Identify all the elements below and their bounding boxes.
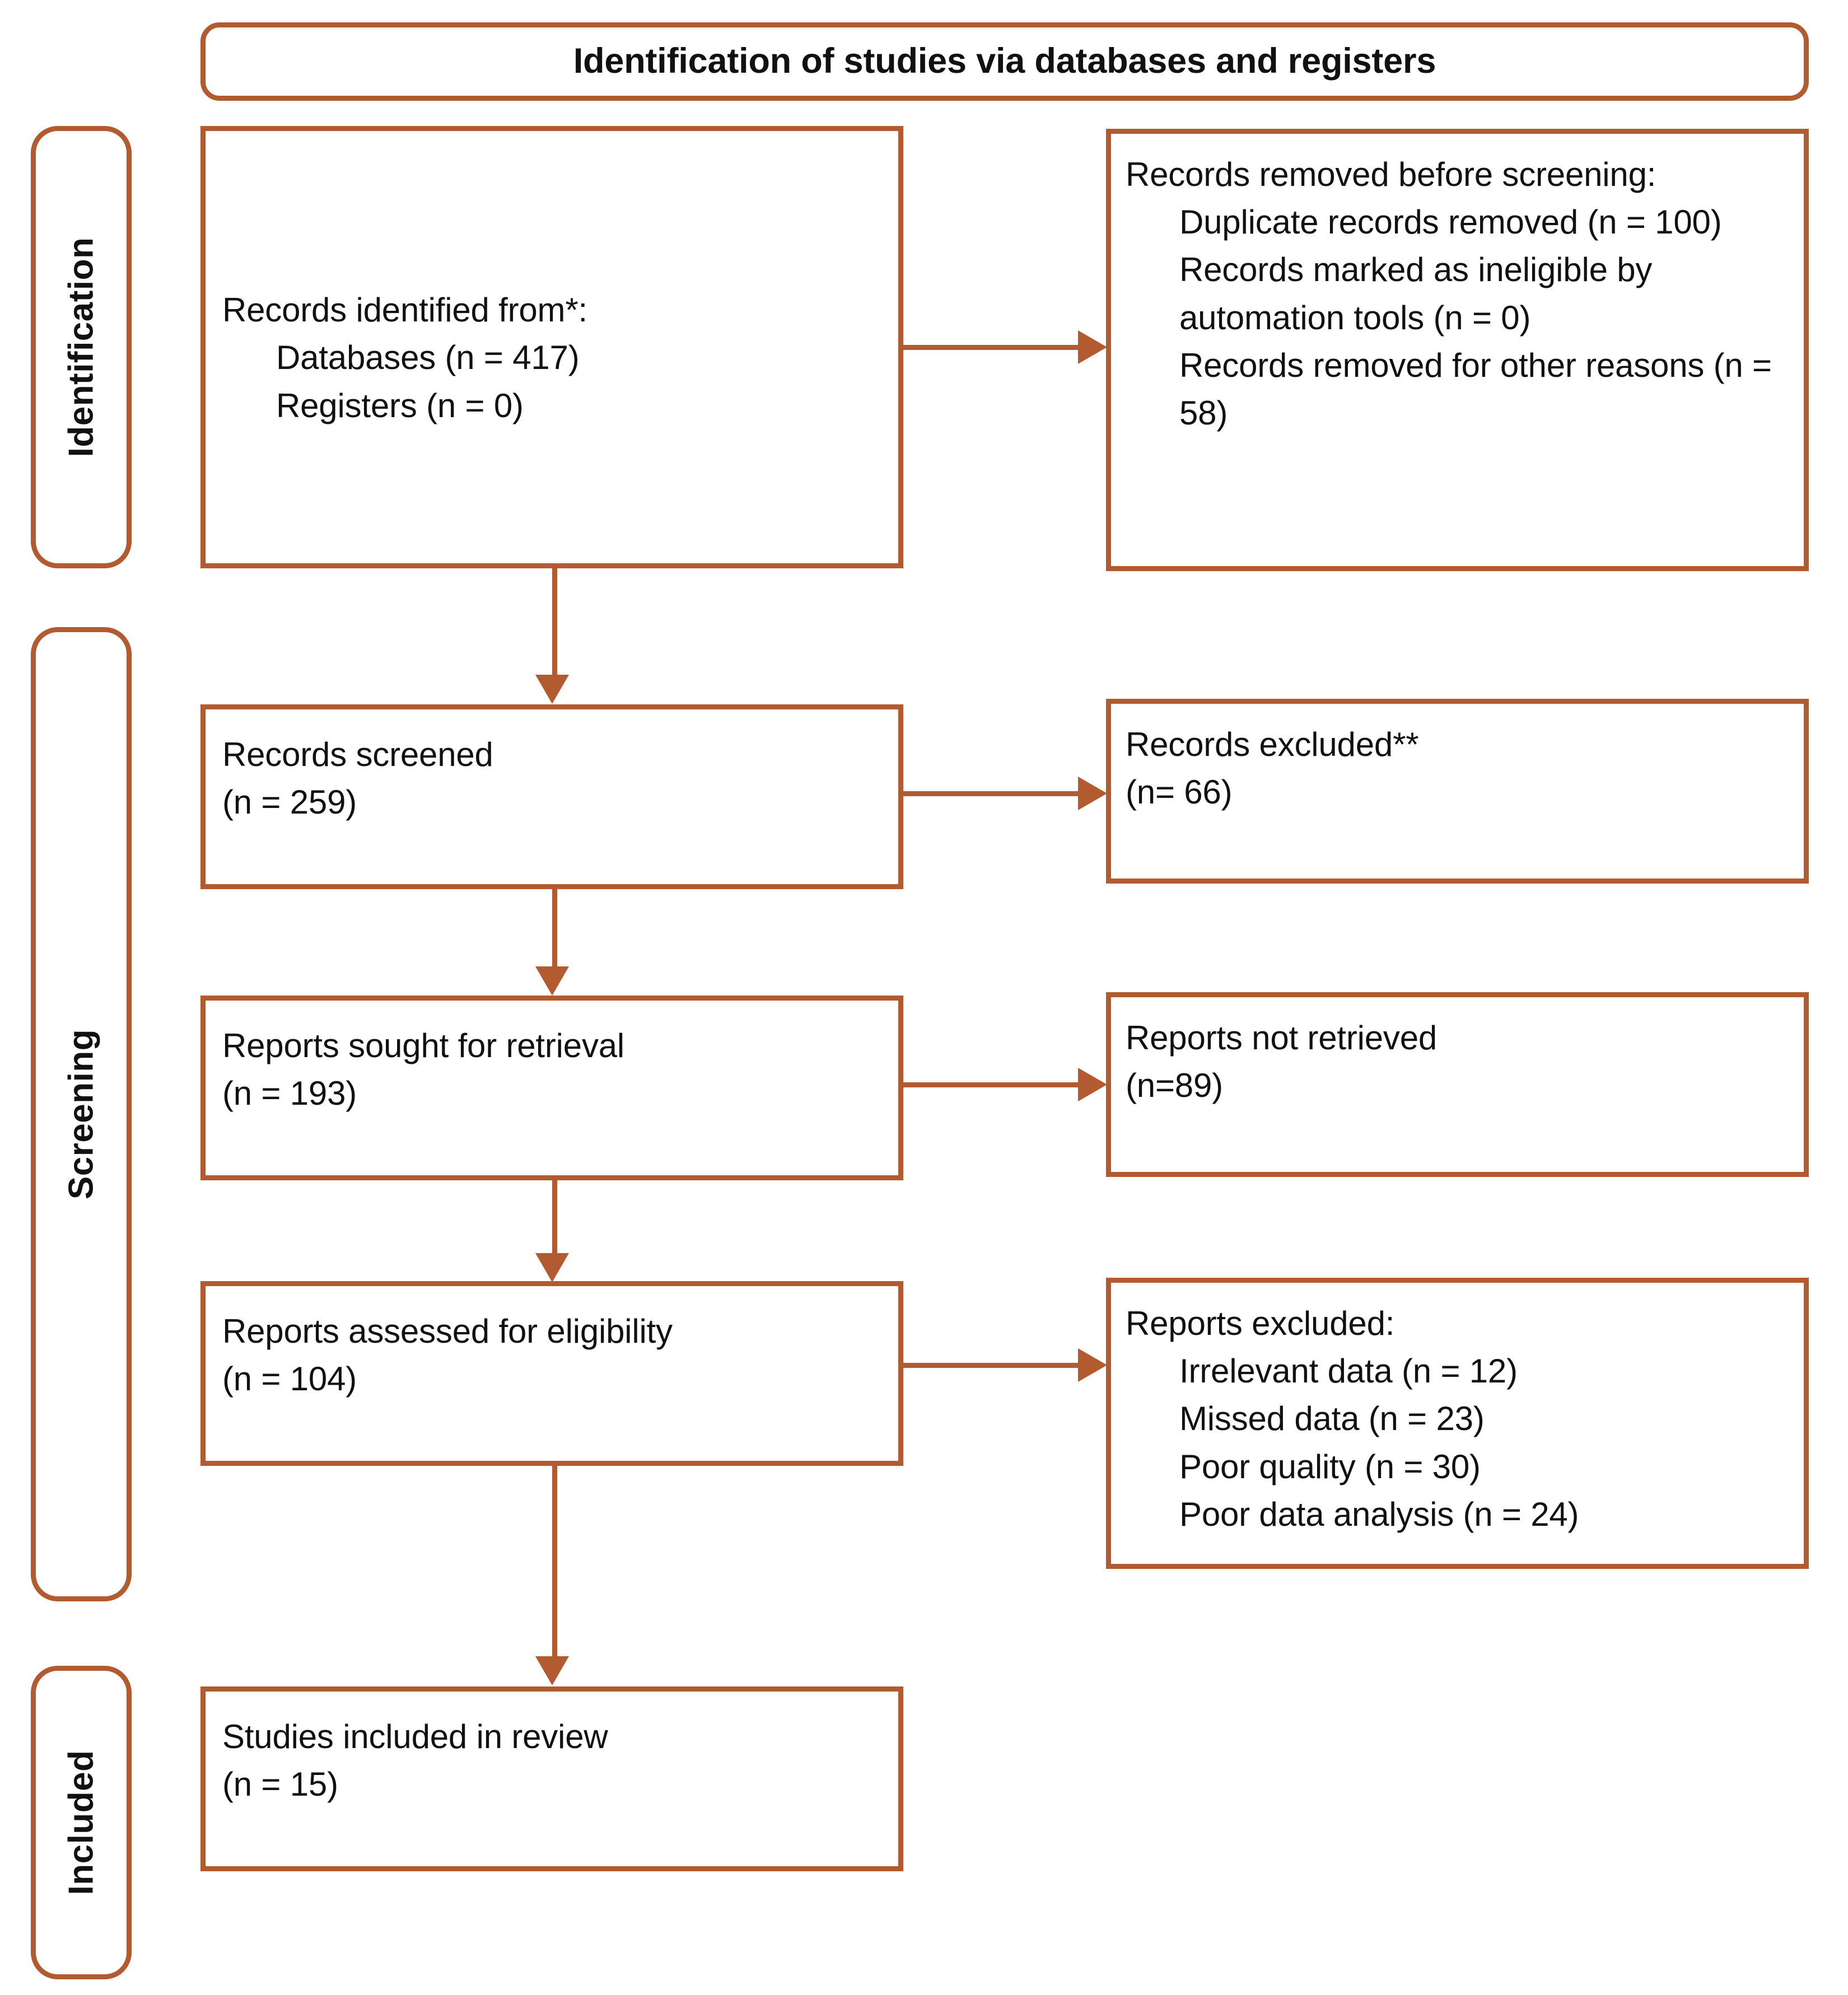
- connector-screened-to-excluded: [903, 791, 1078, 796]
- connector-assessed-to-included: [552, 1466, 557, 1656]
- arrowhead-screened-to-excluded: [1078, 777, 1107, 810]
- records-removed-item-ineligible: Records marked as ineligible by automati…: [1179, 251, 1662, 337]
- studies-included-line-2: (n = 15): [222, 1765, 338, 1804]
- connector-identified-to-screened: [552, 568, 557, 675]
- box-studies-included: Studies included in review (n = 15): [200, 1686, 903, 1871]
- arrowhead-assessed-to-excluded: [1078, 1348, 1107, 1382]
- records-identified-item-databases: Databases (n = 417): [276, 339, 580, 377]
- phase-bar-included: Included: [31, 1666, 132, 1979]
- studies-included-line-1: Studies included in review: [222, 1718, 608, 1755]
- box-records-removed: Records removed before screening: Duplic…: [1106, 129, 1809, 571]
- connector-sought-to-not-retrieved: [903, 1082, 1078, 1087]
- reports-excluded-item-missed: Missed data (n = 23): [1179, 1400, 1485, 1438]
- reports-excluded-item-poor-quality: Poor quality (n = 30): [1179, 1447, 1481, 1485]
- records-excluded-line-1: Records excluded**: [1126, 726, 1419, 763]
- records-identified-item-registers: Registers (n = 0): [276, 386, 524, 424]
- box-reports-excluded: Reports excluded: Irrelevant data (n = 1…: [1106, 1278, 1809, 1569]
- records-screened-line-2: (n = 259): [222, 783, 357, 821]
- reports-assessed-line-2: (n = 104): [222, 1360, 357, 1398]
- records-identified-title: Records identified from*:: [222, 291, 587, 329]
- phase-label-included: Included: [62, 1750, 101, 1895]
- connector-identified-to-removed: [903, 345, 1078, 350]
- box-reports-not-retrieved: Reports not retrieved (n=89): [1106, 992, 1809, 1177]
- box-records-screened: Records screened (n = 259): [200, 704, 903, 889]
- connector-assessed-to-excluded: [903, 1363, 1078, 1368]
- reports-excluded-title: Reports excluded:: [1126, 1305, 1395, 1342]
- arrowhead-sought-to-not-retrieved: [1078, 1068, 1107, 1101]
- phase-bar-screening: Screening: [31, 627, 132, 1601]
- reports-sought-line-1: Reports sought for retrieval: [222, 1027, 625, 1064]
- records-removed-item-duplicates: Duplicate records removed (n = 100): [1179, 203, 1722, 241]
- box-reports-assessed: Reports assessed for eligibility (n = 10…: [200, 1281, 903, 1466]
- records-removed-title: Records removed before screening:: [1126, 156, 1656, 193]
- arrowhead-assessed-to-included: [535, 1656, 569, 1685]
- records-screened-line-1: Records screened: [222, 736, 493, 773]
- arrowhead-sought-to-assessed: [535, 1253, 569, 1282]
- records-removed-item-other: Records removed for other reasons (n = 5…: [1179, 346, 1781, 432]
- arrowhead-identified-to-removed: [1078, 330, 1107, 364]
- box-records-excluded: Records excluded** (n= 66): [1106, 699, 1809, 884]
- arrowhead-identified-to-screened: [535, 675, 569, 704]
- reports-not-retrieved-line-1: Reports not retrieved: [1126, 1019, 1438, 1057]
- reports-excluded-item-irrelevant: Irrelevant data (n = 12): [1179, 1352, 1518, 1390]
- reports-sought-line-2: (n = 193): [222, 1074, 357, 1113]
- phase-label-screening: Screening: [62, 1029, 101, 1200]
- connector-screened-to-sought: [552, 889, 557, 966]
- phase-bar-identification: Identification: [31, 126, 132, 568]
- reports-excluded-item-poor-analysis: Poor data analysis (n = 24): [1179, 1495, 1579, 1533]
- reports-assessed-line-1: Reports assessed for eligibility: [222, 1312, 673, 1350]
- arrowhead-screened-to-sought: [535, 966, 569, 996]
- diagram-title: Identification of studies via databases …: [573, 41, 1436, 81]
- records-excluded-line-2: (n= 66): [1126, 773, 1233, 811]
- box-reports-sought: Reports sought for retrieval (n = 193): [200, 996, 903, 1180]
- connector-sought-to-assessed: [552, 1180, 557, 1253]
- phase-label-identification: Identification: [62, 237, 101, 457]
- diagram-header-banner: Identification of studies via databases …: [200, 22, 1809, 101]
- reports-not-retrieved-line-2: (n=89): [1126, 1067, 1223, 1105]
- box-records-identified: Records identified from*: Databases (n =…: [200, 126, 903, 568]
